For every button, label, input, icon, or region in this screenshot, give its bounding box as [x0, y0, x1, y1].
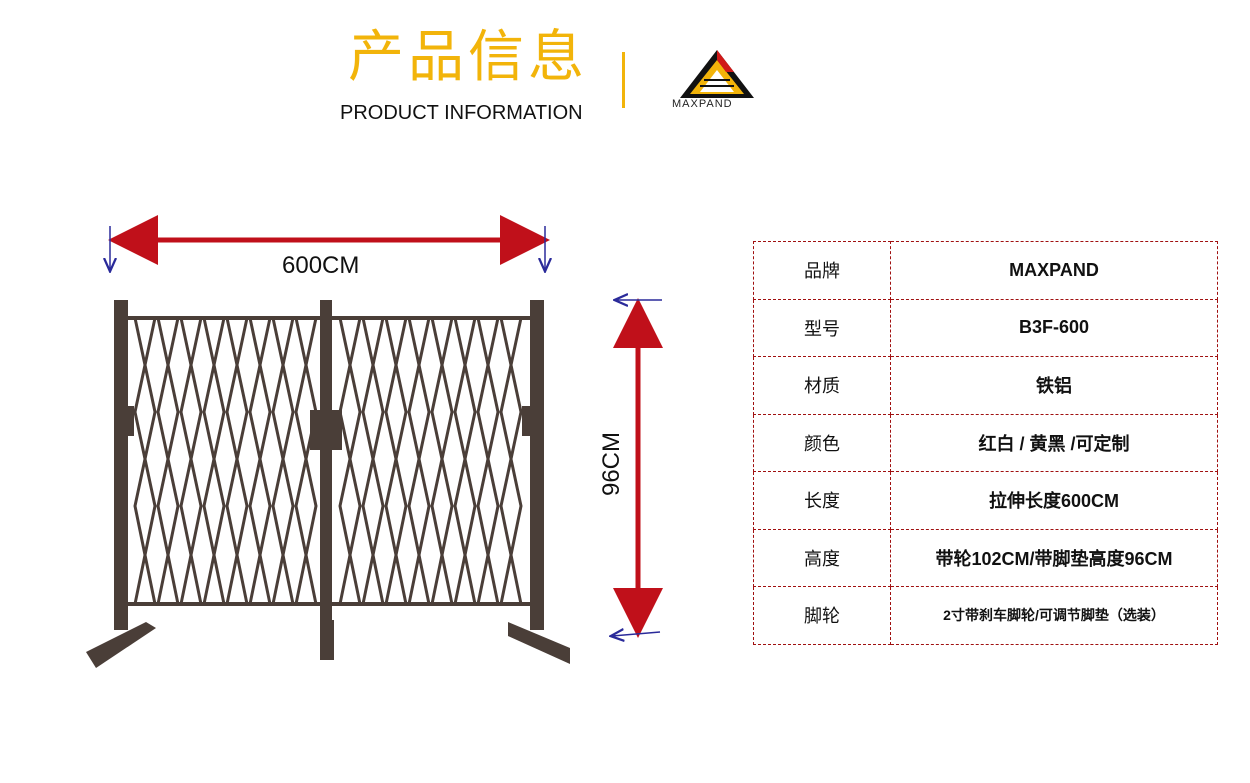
- spec-value-caster: 2寸带刹车脚轮/可调节脚垫（选装）: [890, 586, 1218, 645]
- header-divider: [622, 52, 625, 108]
- spec-key-material: 材质: [753, 356, 891, 415]
- spec-value-height: 带轮102CM/带脚垫高度96CM: [890, 528, 1218, 587]
- logo-brand-text: MAXPAND: [672, 98, 733, 110]
- fence-product-image: [86, 215, 663, 668]
- page-title-en: PRODUCT INFORMATION: [340, 102, 583, 124]
- spec-key-model: 型号: [753, 298, 891, 357]
- width-dimension-arrow: [110, 215, 545, 270]
- spec-key-caster: 脚轮: [753, 586, 891, 645]
- spec-key-color: 颜色: [753, 413, 891, 472]
- spec-table: 品牌 MAXPAND 型号 B3F-600 材质 铁铝 颜色 红白 / 黄黑 /…: [753, 241, 1218, 645]
- height-dimension-label: 96CM: [598, 431, 625, 497]
- table-row: 材质 铁铝: [753, 356, 1218, 415]
- width-dimension-label: 600CM: [282, 252, 360, 279]
- table-row: 脚轮 2寸带刹车脚轮/可调节脚垫（选装）: [753, 586, 1218, 645]
- spec-value-material: 铁铝: [890, 356, 1218, 415]
- spec-value-color: 红白 / 黄黑 /可定制: [890, 413, 1218, 472]
- fence-body: [86, 300, 570, 668]
- table-row: 品牌 MAXPAND: [753, 241, 1218, 300]
- spec-key-brand: 品牌: [753, 241, 891, 300]
- spec-value-length: 拉伸长度600CM: [890, 471, 1218, 530]
- spec-value-model: B3F-600: [890, 298, 1218, 357]
- maxpand-logo-icon: [680, 50, 754, 98]
- spec-key-height: 高度: [753, 528, 891, 587]
- height-dimension-arrow: [612, 300, 663, 636]
- page-title-cn: 产品信息: [348, 25, 588, 90]
- table-row: 长度 拉伸长度600CM: [753, 471, 1218, 530]
- spec-key-length: 长度: [753, 471, 891, 530]
- table-row: 高度 带轮102CM/带脚垫高度96CM: [753, 528, 1218, 587]
- table-row: 颜色 红白 / 黄黑 /可定制: [753, 413, 1218, 472]
- table-row: 型号 B3F-600: [753, 298, 1218, 357]
- spec-value-brand: MAXPAND: [890, 241, 1218, 300]
